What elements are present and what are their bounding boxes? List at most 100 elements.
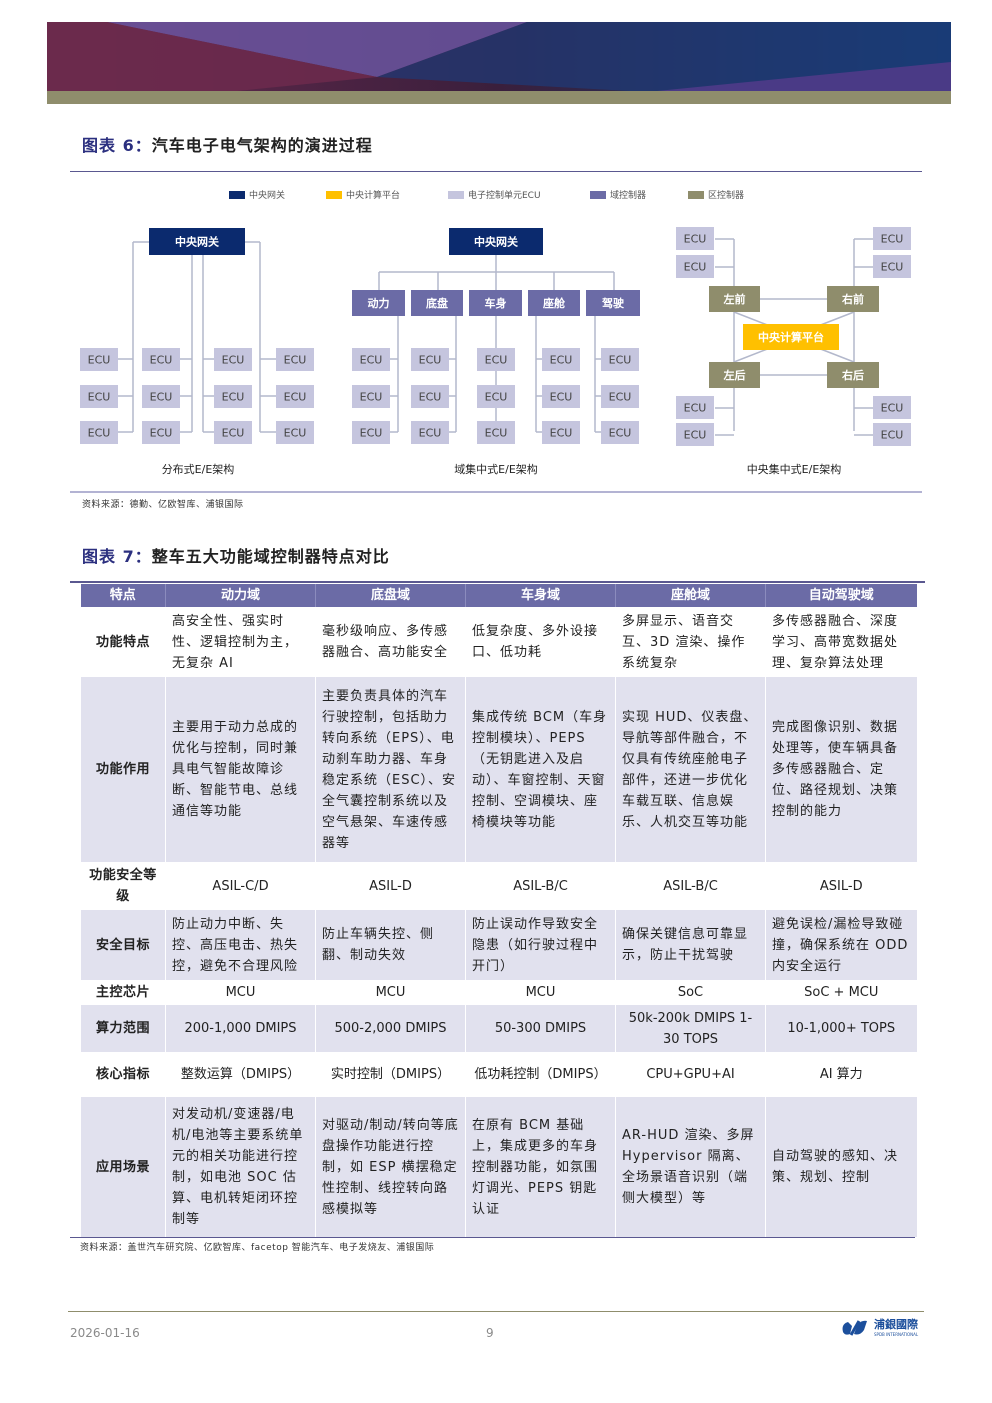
ecu-box bbox=[411, 385, 449, 408]
ecu-box bbox=[80, 348, 118, 371]
table-cell: 整数运算（DMIPS） bbox=[165, 1052, 316, 1097]
ecu-box-label: ECU bbox=[284, 391, 307, 404]
domain-controller-box bbox=[352, 290, 405, 316]
connector-line bbox=[733, 347, 771, 363]
ecu-box-label: ECU bbox=[88, 427, 111, 440]
company-logo: 浦銀國際 SPDB INTERNATIONAL bbox=[840, 1318, 918, 1338]
table-cell: 实现 HUD、仪表盘、导航等部件融合，不仅具有传统座舱电子部件，还进一步优化车载… bbox=[615, 677, 766, 862]
ecu-box bbox=[352, 348, 390, 371]
divider bbox=[70, 491, 922, 493]
domain-controller-box-label: 座舱 bbox=[542, 296, 566, 310]
table-cell: AI 算力 bbox=[765, 1052, 917, 1097]
legend-item: 中央计算平台 bbox=[326, 188, 400, 201]
ecu-box-label: ECU bbox=[684, 261, 707, 274]
diagram-caption: 域集中式E/E架构 bbox=[454, 462, 538, 476]
ecu-box bbox=[873, 227, 911, 250]
row-header: 功能作用 bbox=[80, 677, 166, 862]
table-cell: ASIL-D bbox=[765, 862, 917, 910]
ecu-box bbox=[542, 348, 580, 371]
table-cell: 500-2,000 DMIPS bbox=[315, 1005, 466, 1052]
ecu-box bbox=[676, 423, 714, 446]
header-cell: 自动驾驶域 bbox=[765, 584, 917, 607]
domain-controller-box-label: 车身 bbox=[485, 296, 507, 310]
table-cell: ASIL-B/C bbox=[465, 862, 616, 910]
zone-controller-box bbox=[827, 362, 879, 388]
legend-item: 电子控制单元ECU bbox=[448, 188, 541, 201]
table-cell: 集成传统 BCM（车身控制模块）、PEPS（无钥匙进入及启动）、车窗控制、天窗控… bbox=[465, 677, 616, 862]
figure6-source: 资料来源：德勤、亿欧智库、浦银国际 bbox=[82, 500, 244, 510]
zone-controller-box bbox=[709, 286, 760, 312]
ecu-box-label: ECU bbox=[550, 391, 573, 404]
legend-swatch bbox=[326, 190, 342, 199]
figure7-source: 资料来源：盖世汽车研究院、亿欧智库、facetop 智能汽车、电子发烧友、浦银国… bbox=[80, 1243, 435, 1253]
ecu-box-label: ECU bbox=[360, 354, 383, 367]
ecu-box bbox=[142, 421, 180, 444]
table-cell: 低复杂度、多外设接口、低功耗 bbox=[465, 607, 616, 677]
ecu-box bbox=[601, 385, 639, 408]
zone-controller-box-label: 左后 bbox=[723, 368, 746, 382]
header-cell: 特点 bbox=[80, 584, 166, 607]
legend-swatch bbox=[229, 190, 245, 199]
ecu-box-label: ECU bbox=[609, 391, 632, 404]
ecu-box-label: ECU bbox=[609, 427, 632, 440]
ecu-box bbox=[477, 385, 515, 408]
table-cell: 自动驾驶的感知、决策、规划、控制 bbox=[765, 1097, 917, 1237]
table-cell: 低功耗控制（DMIPS） bbox=[465, 1052, 616, 1097]
connector-line bbox=[817, 311, 855, 327]
legend-item: 区控制器 bbox=[688, 188, 744, 201]
domain-comparison-table: 特点 动力域 底盘域 车身域 座舱域 自动驾驶域 功能特点高安全性、强实时性、逻… bbox=[80, 584, 917, 1237]
ecu-box bbox=[601, 348, 639, 371]
zone-controller-box-label: 右前 bbox=[841, 292, 864, 306]
table-cell: 50k-200k DMIPS 1-30 TOPS bbox=[615, 1005, 766, 1052]
domain-controller-box-label: 底盘 bbox=[426, 296, 448, 310]
ecu-box-label: ECU bbox=[485, 427, 508, 440]
ecu-box-label: ECU bbox=[360, 427, 383, 440]
ecu-box bbox=[477, 348, 515, 371]
footer-date: 2026-01-16 bbox=[70, 1326, 140, 1340]
zone-controller-box bbox=[709, 362, 760, 388]
ecu-box-label: ECU bbox=[485, 391, 508, 404]
legend-label: 中央网关 bbox=[249, 191, 286, 201]
table-cell: MCU bbox=[165, 980, 316, 1005]
ecu-box-label: ECU bbox=[284, 354, 307, 367]
table-cell: 对发动机/变速器/电机/电池等主要系统单元的相关功能进行控制，如电池 SOC 估… bbox=[165, 1097, 316, 1237]
legend-swatch bbox=[448, 190, 464, 199]
ecu-box bbox=[276, 385, 314, 408]
domain-controller-box bbox=[411, 290, 463, 316]
footer-divider bbox=[68, 1311, 924, 1312]
table-cell: ASIL-B/C bbox=[615, 862, 766, 910]
legend-label: 中央计算平台 bbox=[346, 191, 401, 201]
table-cell: 避免误检/漏检导致碰撞，确保系统在 ODD 内安全运行 bbox=[765, 910, 917, 980]
table-cell: 对驱动/制动/转向等底盘操作功能进行控制，如 ESP 横摆稳定性控制、线控转向路… bbox=[315, 1097, 466, 1237]
ecu-box bbox=[80, 421, 118, 444]
ecu-box bbox=[477, 421, 515, 444]
gateway-box-label: 中央网关 bbox=[474, 235, 518, 249]
table-cell: SoC + MCU bbox=[765, 980, 917, 1005]
table-row: 核心指标整数运算（DMIPS）实时控制（DMIPS）低功耗控制（DMIPS）CP… bbox=[80, 1052, 917, 1097]
ecu-box bbox=[542, 385, 580, 408]
table-cell: 完成图像识别、数据处理等，使车辆具备多传感器融合、定位、路径规划、决策控制的能力 bbox=[765, 677, 917, 862]
divider bbox=[70, 581, 925, 583]
ecu-box bbox=[142, 348, 180, 371]
divider bbox=[70, 1237, 915, 1238]
table-cell: 在原有 BCM 基础上，集成更多的车身控制器功能，如氛围灯调光、PEPS 钥匙认… bbox=[465, 1097, 616, 1237]
ecu-box-label: ECU bbox=[550, 354, 573, 367]
ecu-box-label: ECU bbox=[881, 261, 904, 274]
table-cell: 防止车辆失控、侧翻、制动失效 bbox=[315, 910, 466, 980]
table-cell: MCU bbox=[315, 980, 466, 1005]
ecu-box-label: ECU bbox=[419, 427, 442, 440]
ecu-box bbox=[142, 385, 180, 408]
ecu-box bbox=[214, 385, 252, 408]
zone-controller-box-label: 左前 bbox=[723, 292, 746, 306]
row-header: 主控芯片 bbox=[80, 980, 166, 1005]
legend-label: 电子控制单元ECU bbox=[468, 191, 541, 201]
zone-controller-box-label: 右后 bbox=[841, 368, 864, 382]
ecu-box bbox=[873, 255, 911, 278]
figure6-label: 图表 6： bbox=[82, 136, 152, 155]
ecu-box-label: ECU bbox=[881, 233, 904, 246]
ecu-box bbox=[676, 227, 714, 250]
diagram-caption: 中央集中式E/E架构 bbox=[747, 462, 842, 476]
table-cell: 实时控制（DMIPS） bbox=[315, 1052, 466, 1097]
